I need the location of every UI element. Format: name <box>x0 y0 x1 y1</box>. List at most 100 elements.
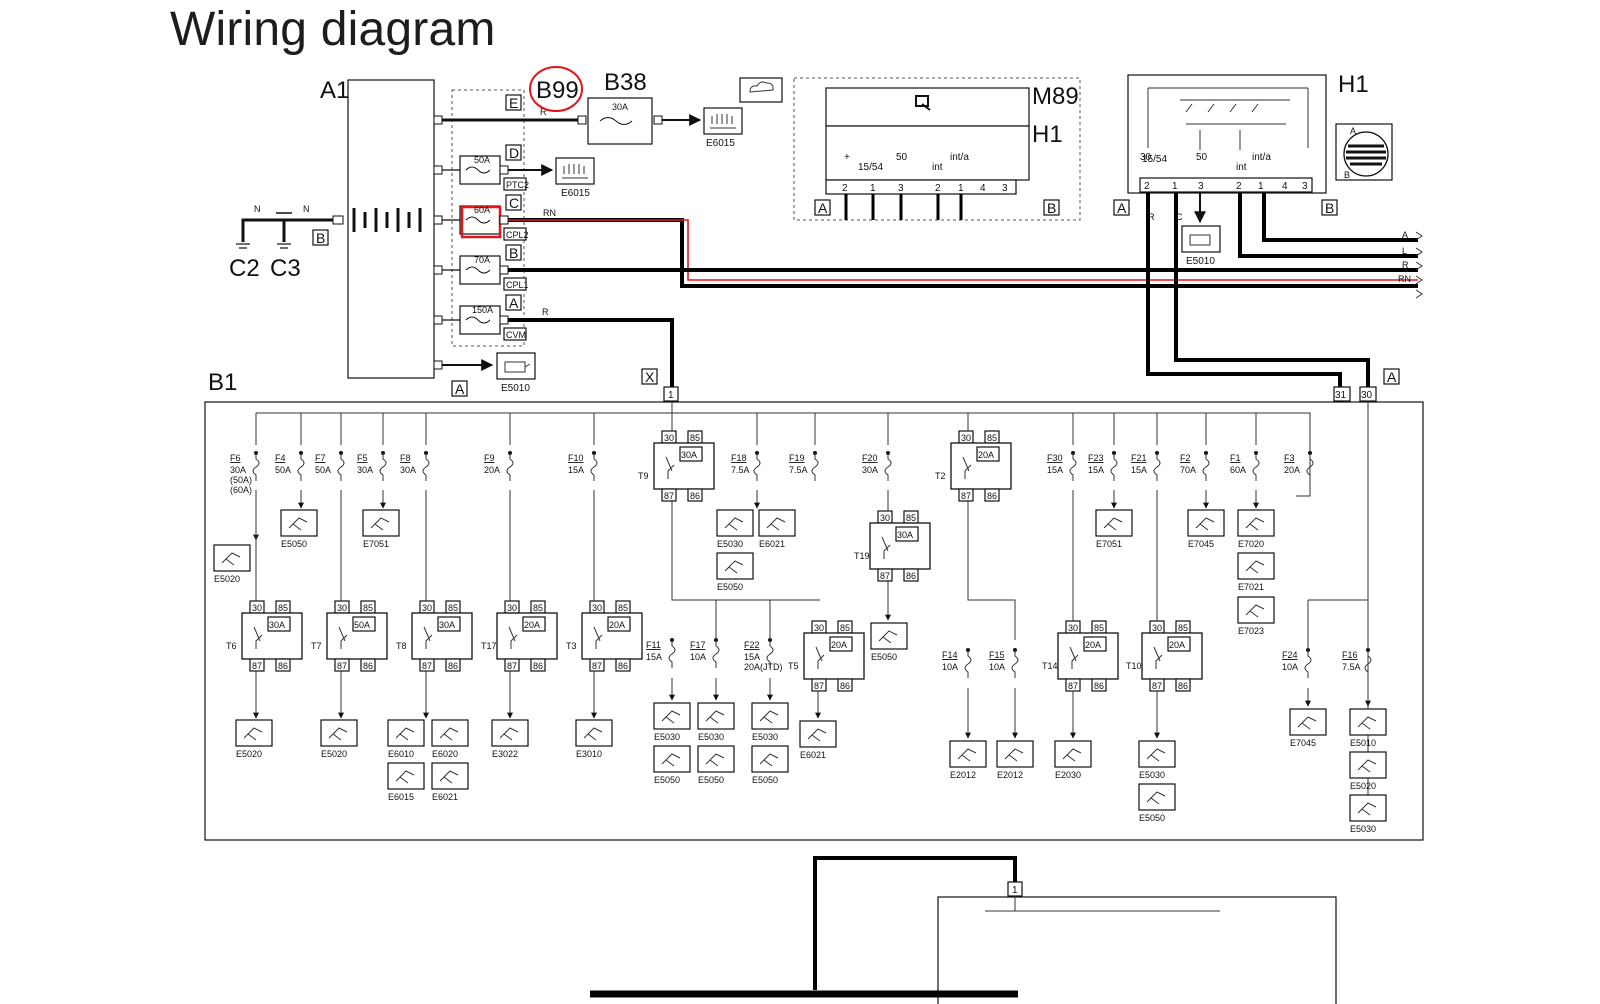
svg-text:RN: RN <box>543 208 556 218</box>
relay-pin: 30 <box>422 603 432 613</box>
relay-name: T3 <box>566 641 577 651</box>
svg-text:N: N <box>303 204 310 214</box>
relay-pin: 86 <box>448 661 458 671</box>
fuse-rating: 10A <box>989 662 1005 672</box>
harness-wires: R RN A L R RN <box>508 192 1423 396</box>
fuse-rating: 10A <box>942 662 958 672</box>
load-e3022: E3022 <box>491 719 529 759</box>
fuse-rating: 20A <box>1284 465 1300 475</box>
relay-pin: 86 <box>618 661 628 671</box>
load-e6021: E6021 <box>799 720 837 760</box>
load-label: E5050 <box>281 539 307 549</box>
fuse-label: F8 <box>400 453 411 463</box>
relay-rating: 30A <box>681 450 697 460</box>
relay-pin: 85 <box>690 433 700 443</box>
fuse-rating: 7.5A <box>731 465 750 475</box>
load-e7051: E7051 <box>1095 509 1133 549</box>
load-label: E3022 <box>492 749 518 759</box>
b99-annotation-circle <box>529 66 583 112</box>
load-e6015: E6015 <box>387 762 425 802</box>
svg-text:4: 4 <box>980 183 986 194</box>
load-e7045: E7045 <box>1289 708 1327 748</box>
relay-pin: 85 <box>618 603 628 613</box>
load-label: E5050 <box>654 775 680 785</box>
relay-pin: 30 <box>1152 623 1162 633</box>
relay-pin: 85 <box>906 513 916 523</box>
relay-pin: 87 <box>880 571 890 581</box>
fuse-rating: 10A <box>690 652 706 662</box>
b38-fuse: B38 30A <box>577 69 702 145</box>
relay-rating: 20A <box>609 620 625 630</box>
svg-text:PTC2: PTC2 <box>506 180 529 190</box>
relay-pin: 87 <box>1152 681 1162 691</box>
svg-text:int: int <box>932 162 943 173</box>
svg-text:1: 1 <box>1012 885 1018 896</box>
svg-text:60A: 60A <box>474 205 490 215</box>
relay-name: T17 <box>481 641 497 651</box>
load-label: E2012 <box>950 770 976 780</box>
fuse-label: F23 <box>1088 453 1104 463</box>
load-e5030: E5030 <box>697 702 735 742</box>
fuse-rating: 50A <box>315 465 331 475</box>
load-e5020: E5020 <box>235 719 273 759</box>
fuse-rating: 7.5A <box>1342 662 1361 672</box>
relay-rating: 30A <box>439 620 455 630</box>
svg-text:A: A <box>1350 126 1356 136</box>
svg-text:R: R <box>1402 260 1409 270</box>
relay-pin: 87 <box>961 491 971 501</box>
load-e5030: E5030 <box>1349 794 1387 834</box>
svg-text:int/a: int/a <box>950 152 969 163</box>
svg-text:2: 2 <box>1144 181 1150 192</box>
svg-text:4: 4 <box>1282 181 1288 192</box>
svg-text:B: B <box>509 245 518 261</box>
load-label: E5050 <box>752 775 778 785</box>
load-e6021: E6021 <box>758 509 796 549</box>
relay-rating: 30A <box>897 530 913 540</box>
load-e5010: E5010 <box>1349 708 1387 748</box>
fuse-rating: 15A <box>568 465 584 475</box>
svg-text:CPL1: CPL1 <box>506 280 529 290</box>
fuse-label: F10 <box>568 453 584 463</box>
fuse-label: F22 <box>744 640 760 650</box>
load-label: E5030 <box>1139 770 1165 780</box>
load-e5030: E5030 <box>716 509 754 549</box>
steering-lock-icon: A B <box>1335 123 1393 181</box>
svg-text:A: A <box>818 200 828 216</box>
load-label: E5020 <box>214 574 240 584</box>
svg-text:E6015: E6015 <box>706 138 735 149</box>
fuse-rating: 15A <box>646 652 662 662</box>
load-label: E5050 <box>698 775 724 785</box>
svg-text:L: L <box>1402 246 1407 256</box>
relay-name: T7 <box>311 641 322 651</box>
svg-text:30A: 30A <box>612 102 628 112</box>
load-label: E7045 <box>1188 539 1214 549</box>
svg-text:int/a: int/a <box>1252 152 1271 163</box>
fuse-label: F14 <box>942 650 958 660</box>
svg-text:X: X <box>645 369 655 385</box>
relay-pin: 86 <box>1178 681 1188 691</box>
relay-pin: 87 <box>422 661 432 671</box>
load-e5050: E5050 <box>870 622 908 662</box>
relay-pin: 85 <box>448 603 458 613</box>
load-label: E5030 <box>698 732 724 742</box>
fuse-label: F7 <box>315 453 326 463</box>
relay-pin: 86 <box>363 661 373 671</box>
relay-name: T19 <box>854 551 870 561</box>
fuse-rating: 20A <box>484 465 500 475</box>
svg-text:E6015: E6015 <box>561 188 590 199</box>
fuse-rating: 15A <box>1088 465 1104 475</box>
fuse-rating: 7.5A <box>789 465 808 475</box>
relay-pin: 85 <box>278 603 288 613</box>
relay-pin: 85 <box>363 603 373 613</box>
svg-text:15/54: 15/54 <box>858 162 883 173</box>
